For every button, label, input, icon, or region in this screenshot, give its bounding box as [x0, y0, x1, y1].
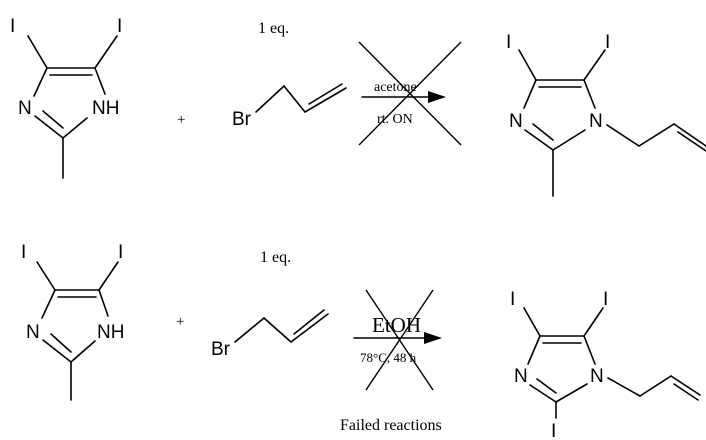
bond — [263, 317, 292, 343]
atom-label: I — [117, 16, 122, 37]
bond — [50, 333, 72, 353]
reactant-diiodomethylimidazole-1: I I N NH — [10, 16, 122, 179]
atom-label: I — [551, 421, 556, 440]
bond — [583, 307, 604, 337]
atom-label: I — [605, 32, 610, 53]
condition-solvent: EtOH — [372, 313, 421, 337]
bond — [98, 261, 119, 291]
bond — [290, 313, 329, 343]
arrow-head — [424, 332, 442, 344]
bond — [70, 340, 96, 363]
plus-sign: + — [177, 112, 185, 128]
bond — [42, 339, 72, 363]
bond — [583, 79, 596, 109]
bond — [33, 67, 48, 97]
reagent-allyl-bromide-1: Br — [232, 83, 347, 130]
reaction-arrow-1 — [361, 91, 446, 103]
bond — [41, 289, 56, 319]
bond — [638, 123, 675, 147]
bond — [670, 375, 701, 396]
bond — [606, 124, 640, 147]
bond — [523, 307, 541, 337]
bond — [524, 129, 554, 151]
atom-label: N — [509, 111, 523, 132]
cross-line — [358, 41, 462, 146]
bond — [532, 123, 554, 141]
atom-label: N — [26, 322, 40, 343]
atom-label: NH — [92, 98, 119, 119]
product-allyl-triiodoimidazole-2: I I N N I — [510, 289, 701, 440]
atom-label: N — [514, 366, 528, 387]
bond — [27, 35, 48, 69]
bond — [42, 110, 64, 129]
reactant-diiodomethylimidazole-2: I I N NH — [21, 242, 124, 401]
caption: Failed reactions — [340, 417, 442, 434]
atom-label: N — [589, 111, 603, 132]
atom-label: I — [603, 289, 608, 310]
arrow-head — [428, 91, 446, 103]
bond — [94, 35, 118, 69]
reaction-2: I I N NH + 1 eq. Br EtOH 78°C, 48 h Fail… — [21, 242, 701, 440]
atom-label: N — [590, 366, 604, 387]
atom-label: I — [21, 242, 26, 263]
atom-label: Br — [211, 339, 231, 360]
bond — [34, 115, 64, 139]
cross-line — [365, 289, 434, 391]
bond — [555, 383, 588, 403]
atom-label: I — [510, 289, 515, 310]
plus-sign: + — [176, 314, 184, 330]
bond — [529, 384, 557, 403]
bond — [607, 377, 641, 397]
reaction-arrow-2 — [353, 332, 442, 344]
bond — [518, 49, 537, 81]
bond — [94, 67, 106, 95]
bond — [583, 49, 606, 81]
equivalents-label: 1 eq. — [258, 20, 289, 37]
bond — [36, 261, 56, 291]
bond — [304, 87, 347, 113]
bond — [523, 79, 537, 109]
atom-label: Br — [232, 109, 252, 130]
bond — [98, 289, 109, 317]
bond — [673, 383, 699, 401]
reaction-1: I I N NH + 1 eq. Br acetone rt. ON — [10, 16, 706, 197]
atom-label: I — [506, 32, 511, 53]
bond — [639, 375, 672, 397]
bond — [527, 335, 541, 365]
failed-cross-1 — [358, 41, 462, 146]
condition-solvent: acetone — [374, 80, 417, 95]
bond — [255, 85, 285, 113]
atom-label: I — [118, 242, 123, 263]
failed-cross-2 — [365, 289, 434, 391]
equivalents-label: 1 eq. — [260, 249, 291, 266]
bond — [552, 129, 586, 151]
bond — [583, 335, 596, 365]
bond — [234, 317, 265, 343]
bond — [62, 117, 88, 139]
bond — [308, 83, 343, 105]
bond — [293, 309, 325, 335]
bond — [283, 85, 306, 113]
condition-temperature-time: rt. ON — [377, 112, 413, 127]
atom-label: N — [18, 98, 32, 119]
bond — [673, 123, 706, 147]
atom-label: I — [10, 16, 15, 37]
bond — [536, 378, 557, 394]
bond — [677, 131, 706, 152]
reagent-allyl-bromide-2: Br — [211, 309, 329, 360]
atom-label: NH — [97, 322, 124, 343]
product-allyl-diiodomethylimidazole-1: I I N N — [506, 32, 706, 197]
